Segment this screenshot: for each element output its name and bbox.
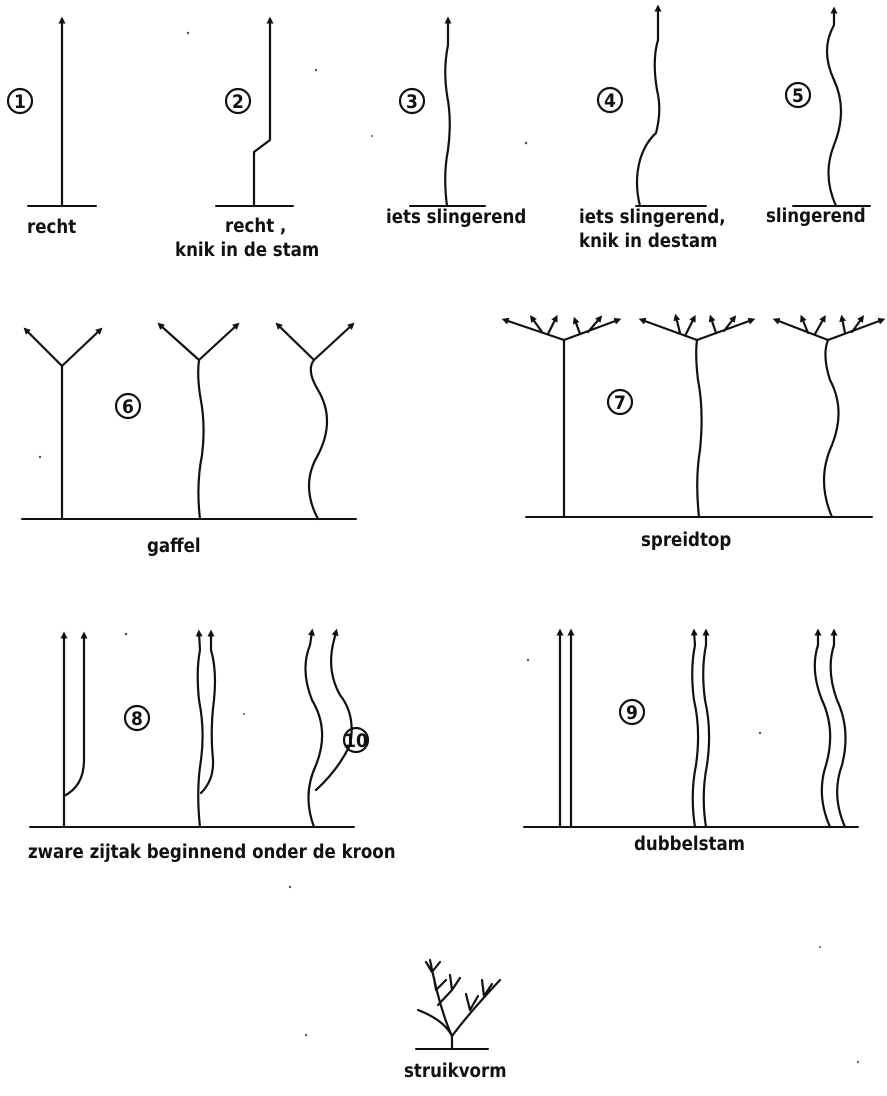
fork-branch [26, 330, 62, 366]
spread-twig [676, 317, 680, 333]
spread-twig [842, 318, 845, 333]
main-stem [305, 632, 322, 827]
number-10: 10 [344, 730, 368, 752]
form-3-slightly-winding: 3 iets slingerend [386, 20, 526, 228]
trunk [445, 20, 450, 206]
form-10-shrub: 10 struikvorm [344, 728, 507, 1082]
fork-branch [199, 325, 237, 360]
label-slightly-winding-kink-1: iets slingerend, [579, 207, 726, 228]
side-branch [316, 632, 352, 790]
spread-twig [548, 318, 556, 334]
label-spread-top: spreidtop [641, 530, 731, 551]
number-9: 9 [626, 702, 638, 724]
spread-branch [828, 320, 882, 340]
side-branch [64, 635, 84, 796]
number-5: 5 [792, 85, 804, 107]
spread-twig [575, 320, 580, 334]
side-branch [201, 633, 215, 793]
shrub-twig [438, 975, 460, 1005]
trunk [254, 20, 270, 206]
fork-branch [314, 325, 352, 360]
shrub-twig [426, 962, 440, 972]
label-winding: slingerend [766, 206, 866, 227]
trunk [637, 8, 659, 206]
label-slightly-winding: iets slingerend [386, 207, 526, 228]
fork-branch [278, 325, 314, 360]
form-2-straight-kink: 2 recht , knik in de stam [175, 20, 319, 261]
spread-trunk-slightly-winding [696, 340, 701, 517]
form-6-fork: 6 gaffel [22, 325, 356, 557]
label-fork: gaffel [147, 536, 201, 557]
trunk [827, 10, 841, 206]
number-2: 2 [232, 91, 244, 113]
stem [831, 632, 846, 827]
label-straight-kink-2: knik in de stam [175, 240, 319, 261]
shrub-twig [434, 978, 446, 990]
main-stem [198, 633, 203, 827]
form-4-slightly-winding-kink: 4 iets slingerend, knik in destam [579, 8, 726, 252]
number-4: 4 [604, 90, 616, 112]
fork-trunk-slightly-winding [198, 360, 203, 519]
fork-trunk-winding [309, 360, 327, 519]
number-3: 3 [406, 91, 418, 113]
number-8: 8 [131, 708, 143, 730]
spread-twig [686, 318, 694, 334]
label-double-stem: dubbelstam [634, 834, 745, 855]
label-shrub: struikvorm [404, 1061, 507, 1082]
number-1: 1 [14, 91, 26, 113]
spread-twig [711, 318, 716, 333]
stem [703, 632, 709, 827]
stem [815, 632, 830, 827]
label-heavy-side-branch: zware zijtak beginnend onder de kroon [28, 842, 396, 863]
form-9-double-stem: 9 dubbelstam [524, 632, 858, 855]
label-slightly-winding-kink-2: knik in destam [579, 231, 717, 252]
form-8-heavy-side-branch: 8 zware zijtak beginnend onder de kroon [28, 632, 396, 863]
spread-twig [815, 318, 824, 334]
fork-branch [160, 325, 199, 360]
label-straight: recht [27, 217, 76, 238]
form-7-spread-top: 7 spreidtop [505, 317, 882, 551]
number-6: 6 [122, 396, 134, 418]
number-7: 7 [614, 392, 626, 414]
stem [692, 632, 698, 827]
form-5-winding: 5 slingerend [766, 10, 870, 227]
fork-branch [62, 330, 100, 366]
label-straight-kink-1: recht , [225, 216, 286, 237]
spread-trunk-winding [824, 340, 839, 517]
form-1-straight: 1 recht [8, 20, 96, 238]
shrub-branch [452, 980, 500, 1036]
